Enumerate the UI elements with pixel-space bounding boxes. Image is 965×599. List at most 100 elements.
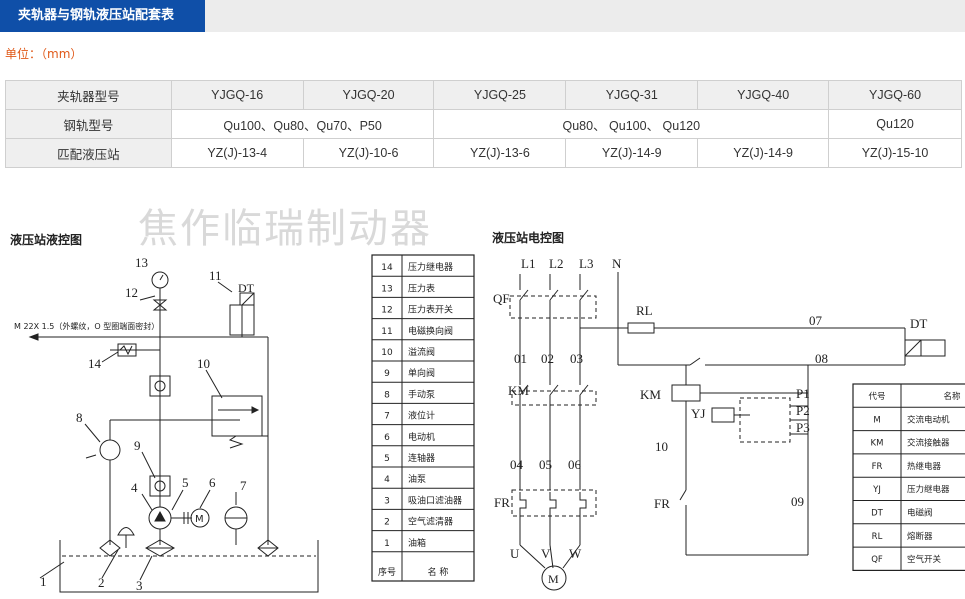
callout-7: 7 (240, 478, 247, 493)
label-rl: RL (636, 303, 653, 318)
label-fr-top: FR (494, 495, 510, 510)
callout-13: 13 (135, 255, 148, 270)
label-km-coil: KM (640, 387, 661, 402)
contactor-coil-km (671, 384, 701, 402)
label-07: 07 (809, 313, 823, 328)
hand-pump-8 (99, 439, 121, 461)
legend-code: M (873, 415, 880, 425)
legend-number: 14 (381, 263, 393, 273)
legend-header-code: 代号 (868, 391, 885, 402)
label-04: 04 (510, 457, 524, 472)
callout-5: 5 (182, 475, 189, 490)
callout-8: 8 (76, 410, 83, 425)
callout-14: 14 (88, 356, 102, 371)
legend-name: 交流接触器 (907, 438, 950, 449)
legend-name: 熔断器 (907, 531, 933, 542)
legend-name: 热继电器 (907, 461, 942, 472)
callout-10: 10 (197, 356, 210, 371)
legend-number: 9 (384, 369, 390, 379)
table-cell: Qu100、Qu80、Qu70、P50 (170, 109, 435, 139)
motor-symbol (541, 565, 567, 591)
legend-name: 电磁换向阀 (408, 325, 453, 337)
legend-name: 电磁阀 (907, 508, 933, 519)
relief-valve-10 (211, 395, 263, 437)
label-08: 08 (815, 351, 828, 366)
legend-number: 2 (384, 518, 390, 528)
watermark: 焦作临瑞制动器 (138, 206, 432, 252)
label-02: 02 (541, 351, 554, 366)
callout-6: 6 (209, 475, 216, 490)
legend-number: 7 (384, 412, 390, 422)
label-fr-bottom: FR (654, 496, 670, 511)
legend-number: 4 (384, 475, 390, 485)
callout-9: 9 (134, 438, 141, 453)
legend-number: 12 (381, 306, 392, 316)
callout-12: 12 (125, 285, 138, 300)
pressure-relay-yj (711, 407, 735, 423)
legend-footer-no: 序号 (378, 566, 396, 578)
label-p2: P2 (796, 403, 810, 418)
electric-diagram-title: 液压站电控图 (492, 231, 565, 245)
legend-name: 连轴器 (408, 452, 435, 464)
hydraulic-diagram: M (28, 271, 319, 593)
port-note: M 22X 1.5（外螺纹，O 型圈端面密封） (14, 321, 159, 331)
label-p3: P3 (796, 420, 810, 435)
label-w: W (569, 546, 582, 561)
dt-label-hydraulic: DT (238, 281, 255, 295)
legend-name: 单向阀 (408, 367, 435, 379)
legend-name: 液位计 (408, 410, 435, 422)
table-cell: Qu120 (828, 109, 962, 139)
legend-name: 油泵 (408, 473, 426, 485)
label-05: 05 (539, 457, 552, 472)
legend-name: 压力继电器 (408, 261, 453, 273)
callout-2: 2 (98, 575, 105, 590)
table-cell: YJGQ-40 (697, 80, 830, 110)
table-cell: YJGQ-60 (828, 80, 962, 110)
legend-code: YJ (872, 485, 881, 495)
legend-name: 油箱 (408, 537, 426, 549)
table-cell: YZ(J)-13-4 (170, 138, 304, 168)
hydraulic-callouts: 1 2 3 4 5 6 7 8 9 10 11 12 13 14 DT M 22… (14, 255, 255, 593)
legend-name: 压力表 (408, 282, 435, 294)
table-cell: YJGQ-31 (565, 80, 699, 110)
callout-4: 4 (131, 480, 138, 495)
label-l3: L3 (579, 256, 593, 271)
label-10: 10 (655, 439, 668, 454)
table-cell: YJGQ-20 (302, 80, 435, 110)
callout-11: 11 (209, 268, 222, 283)
label-n: N (612, 256, 622, 271)
table-cell: YZ(J)-14-9 (565, 138, 699, 168)
table-cell: YJGQ-25 (433, 80, 567, 110)
hydraulic-diagram-title: 液压站液控图 (10, 233, 83, 247)
gauge-switch-12 (152, 299, 168, 311)
callout-3: 3 (136, 578, 143, 593)
legend-name: 空气滤清器 (408, 516, 453, 528)
table-cell: YZ(J)-15-10 (828, 138, 962, 168)
tab-spec-table[interactable]: 夹轨器与钢轨液压站配套表 (0, 0, 205, 32)
label-v: V (541, 546, 551, 561)
label-motor: M (548, 572, 559, 586)
table-cell: YJGQ-16 (170, 80, 304, 110)
legend-footer-name: 名 称 (428, 566, 449, 578)
legend-number: 10 (381, 348, 393, 358)
legend-name: 交流电动机 (907, 414, 950, 425)
legend-name: 手动泵 (408, 388, 435, 400)
table-cell: YZ(J)-13-6 (433, 138, 567, 168)
row-label: 匹配液压站 (5, 138, 172, 168)
legend-name: 溢流阀 (408, 346, 435, 358)
legend-number: 3 (384, 496, 390, 506)
label-dt: DT (910, 316, 927, 331)
motor-6 (190, 508, 210, 528)
label-03: 03 (570, 351, 583, 366)
check-valve-upper (149, 375, 171, 397)
table-cell: YZ(J)-10-6 (302, 138, 435, 168)
legend-number: 11 (381, 327, 392, 337)
unit-label: 单位：（mm） (5, 47, 83, 61)
filter-left (99, 539, 121, 557)
